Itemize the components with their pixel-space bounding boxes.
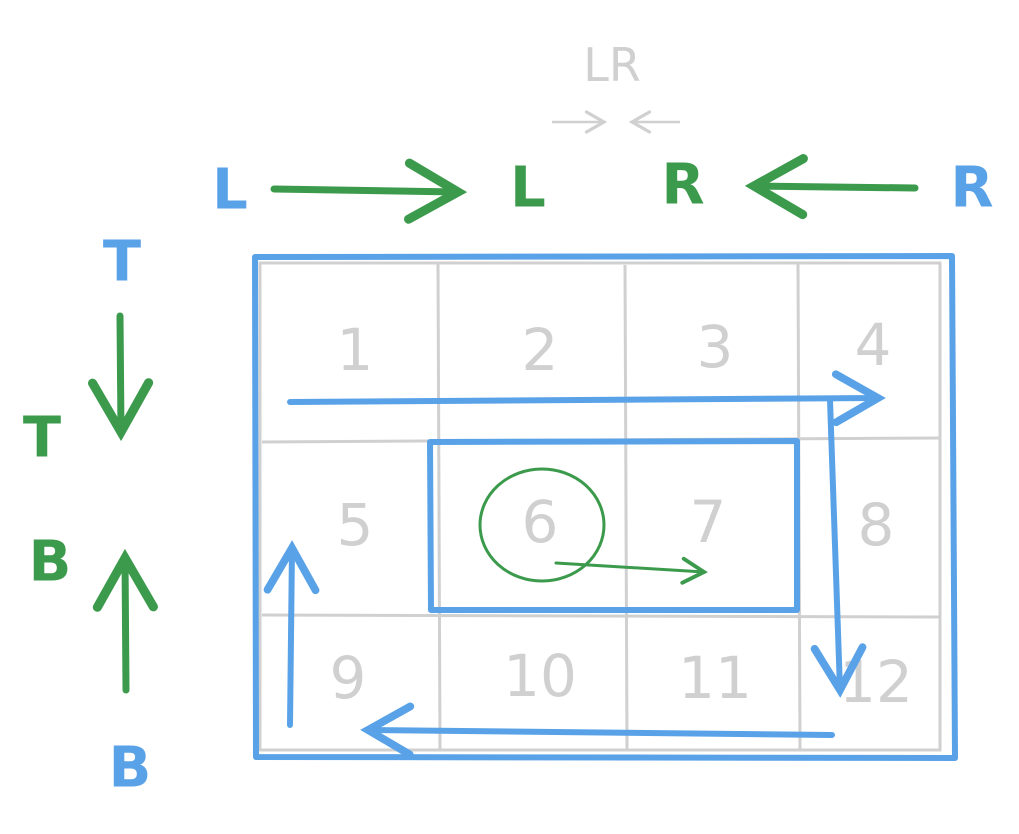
inner-boundary [427,438,800,613]
label-outer-top: T [103,230,141,295]
arrow-right [287,370,886,427]
cell-4: 4 [855,311,892,379]
label-inner-right: R [661,153,704,218]
cell-11: 11 [678,644,752,712]
cell-7: 7 [690,488,727,556]
label-outer-left: L [212,158,248,223]
label-inner-bottom: B [29,530,72,595]
center-circle [478,467,606,583]
legend-lr: LR [583,38,641,92]
label-outer-right: R [950,156,993,221]
cell-numbers: 1 2 3 4 5 6 7 8 9 10 11 12 [330,311,913,716]
outer-boundary [252,253,958,761]
cell-8: 8 [858,491,895,559]
arrow-up [263,540,320,728]
cell-10: 10 [503,642,577,710]
label-outer-bottom: B [109,736,152,801]
label-inner-top: T [23,406,61,471]
cell-3: 3 [697,313,734,381]
spiral-path [263,370,886,759]
cell-2: 2 [522,316,559,384]
arrow-left [360,702,835,759]
cell-1: 1 [337,316,374,384]
left-arrow-right [270,158,468,224]
cell-12: 12 [839,648,913,716]
cell-9: 9 [330,644,367,712]
bottom-arrow-up [92,548,158,694]
cell-6: 6 [522,488,559,556]
arrow-down [810,397,867,698]
right-arrow-left [744,154,919,220]
center-arrow [554,556,708,585]
cell-5: 5 [337,491,374,559]
top-arrow-down [88,312,154,442]
label-inner-left: L [510,156,546,221]
